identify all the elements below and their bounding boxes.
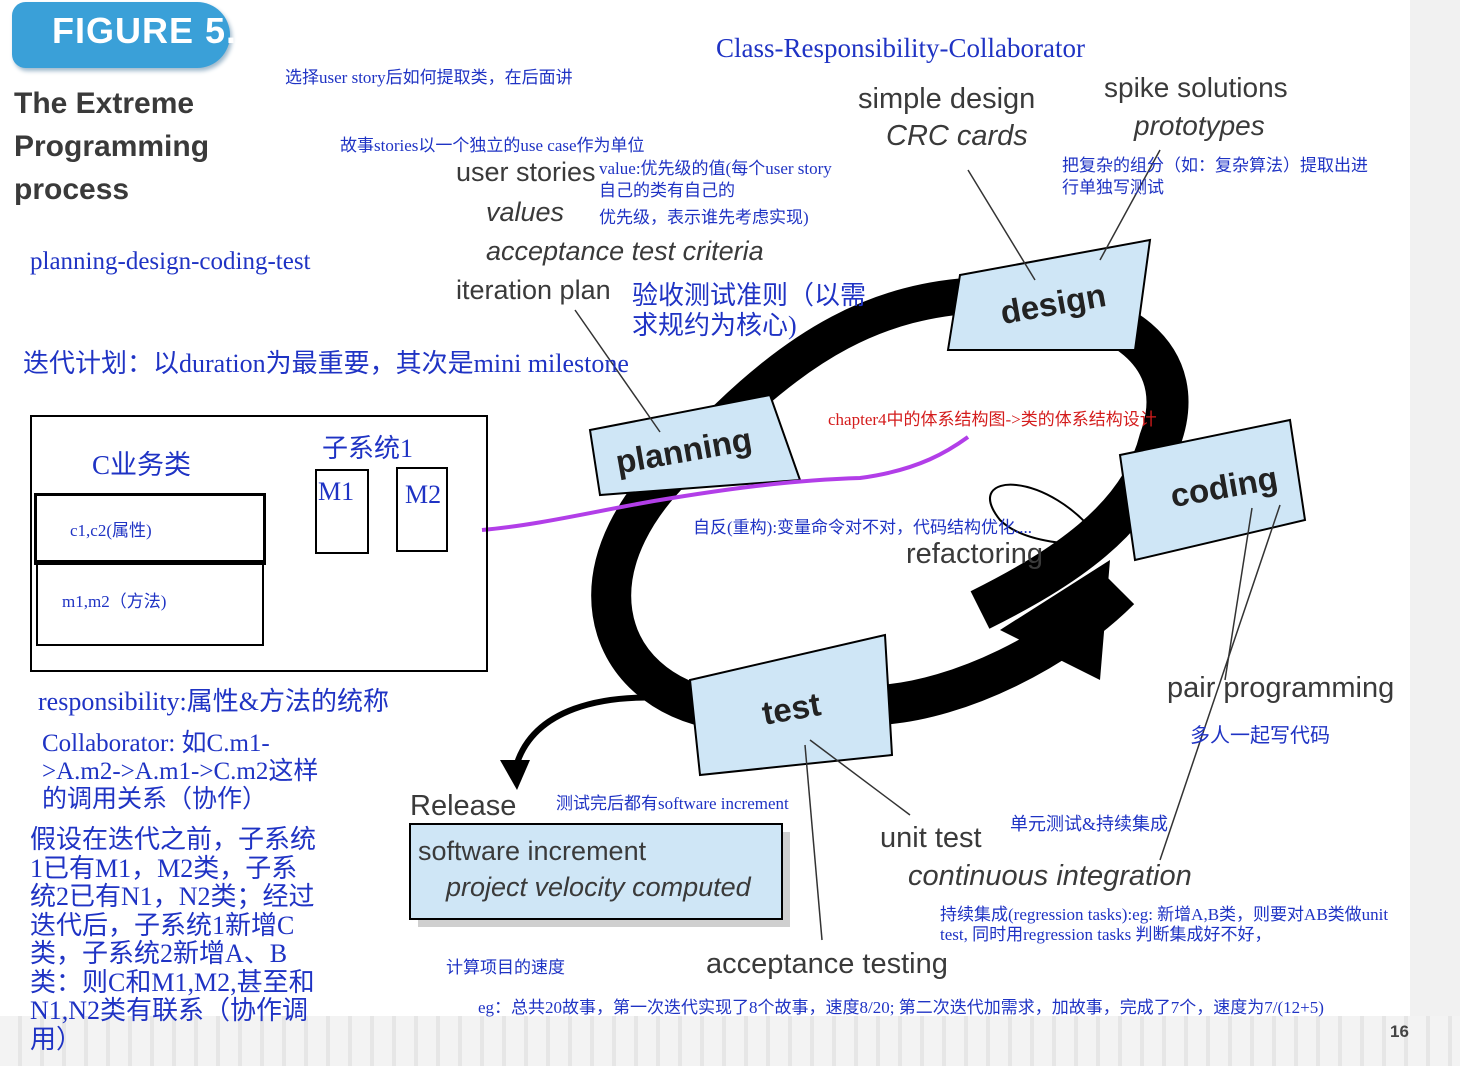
label-acceptance-testing: acceptance testing (706, 948, 948, 980)
m1-label: M1 (318, 477, 355, 506)
note-acceptance: 验收测试准则（以需 求规约为核心) (632, 281, 866, 341)
note-chapter4: chapter4中的体系结构图->类的体系结构设计 (828, 410, 1157, 429)
note-iteration: 迭代计划：以duration为最重要，其次是mini milestone (23, 349, 629, 378)
class-m2-box (396, 467, 448, 552)
note-assumption-line-8: 用） (30, 1024, 83, 1054)
note-pair: 多人一起写代码 (1190, 725, 1330, 747)
note-assumption-line-7: N1,N2类有联系（协作调 (30, 996, 309, 1025)
note-value: value:优先级的值(每个user story 自己的类有自己的 优先级，表示… (599, 158, 832, 229)
leader-unit (809, 739, 911, 816)
page-edge-stripe (1410, 0, 1460, 1066)
label-pair-programming: pair programming (1167, 672, 1395, 704)
leader-ci (1159, 504, 1281, 861)
note-assumption-line-1: 假设在迭代之前，子系统 (30, 825, 317, 854)
note-spike-line-2: 行单独写测试 (1062, 178, 1164, 197)
class-attributes-box (34, 493, 266, 565)
note-assumption: 假设在迭代之前，子系统 1已有M1，M2类，子系 统2已有N1，N2类；经过 迭… (30, 825, 317, 1054)
purple-highlight-line (481, 435, 970, 532)
crc-heading: Class-Responsibility-Collaborator (716, 33, 1085, 63)
design-box (946, 238, 1152, 351)
page-number: 16 (1390, 1022, 1409, 1041)
note-value-line-1: value:优先级的值(每个user story (599, 159, 832, 178)
label-values: values (486, 197, 565, 227)
m2-label: M2 (405, 480, 442, 509)
note-ci-line-1: 持续集成(regression tasks):eg: 新增A,B类，则要对AB类… (940, 905, 1389, 924)
leader-acceptance (804, 744, 823, 941)
label-release: Release (410, 790, 517, 822)
note-story-unit: 故事stories以一个独立的use case作为单位 (340, 136, 645, 155)
note-spike: 把复杂的组分（如：复杂算法）提取出进 行单独写测试 (1062, 155, 1368, 199)
note-eg-velocity: eg：总共20故事，第一次迭代实现了8个故事，速度8/20; 第二次迭代加需求，… (478, 998, 1324, 1017)
leader-crc (967, 169, 1036, 281)
note-refactor: 自反(重构):变量命令对不对，代码结构优化.... (693, 518, 1033, 537)
release-arrowhead (500, 760, 530, 790)
label-refactoring: refactoring (906, 538, 1044, 570)
class-m1-box (315, 469, 369, 554)
note-velocity: 计算项目的速度 (446, 958, 565, 977)
business-class-label: C业务类 (92, 450, 192, 480)
label-prototypes: prototypes (1134, 110, 1265, 141)
leader-pair (1224, 507, 1253, 681)
label-acceptance-criteria: acceptance test criteria (486, 236, 764, 266)
note-acceptance-line-1: 验收测试准则（以需 (632, 281, 867, 310)
note-after-user-story: 选择user story后如何提取类，在后面讲 (285, 68, 573, 87)
methods-label: m1,m2（方法) (62, 592, 167, 611)
label-iteration-plan: iteration plan (456, 275, 611, 305)
label-spike-solutions: spike solutions (1104, 72, 1288, 103)
note-unit-ci: 单元测试&持续集成 (1010, 814, 1169, 834)
label-continuous-integration: continuous integration (908, 860, 1192, 892)
label-crc-cards: CRC cards (886, 120, 1028, 152)
label-simple-design: simple design (858, 83, 1036, 115)
release-box (409, 823, 783, 920)
note-spike-line-1: 把复杂的组分（如：复杂算法）提取出进 (1062, 156, 1368, 175)
figure-title-line-3: process (14, 173, 130, 206)
leader-spike (1099, 149, 1161, 261)
subsystem-frame (30, 415, 488, 672)
figure-badge: FIGURE 5.2 (12, 2, 257, 68)
subsystem-label: 子系统1 (322, 434, 414, 463)
note-value-line-2: 自己的类有自己的 (599, 181, 735, 200)
note-pdct: planning-design-coding-test (30, 248, 311, 275)
label-unit-test: unit test (880, 822, 982, 854)
release-arrow (512, 694, 691, 771)
note-responsibility: responsibility:属性&方法的统称 (38, 687, 390, 716)
leader-iteration-plan (574, 309, 661, 433)
note-assumption-line-3: 统2已有N1，N2类；经过 (30, 882, 315, 911)
refactoring-loop (989, 483, 1101, 546)
note-assumption-line-4: 迭代后，子系统1新增C (30, 910, 295, 940)
refactoring-arrowhead (1098, 536, 1112, 552)
note-assumption-line-6: 类：则C和M1,M2,甚至和 (30, 967, 315, 997)
cycle-arrowhead (1000, 560, 1110, 680)
note-ci: 持续集成(regression tasks):eg: 新增A,B类，则要对AB类… (940, 905, 1388, 945)
note-value-line-3: 优先级，表示谁先考虑实现) (599, 208, 809, 227)
class-methods-box (36, 560, 264, 646)
release-line-2: project velocity computed (446, 872, 751, 902)
figure-title-line-2: Programming (14, 130, 210, 163)
note-collaborator-line-3: 的调用关系（协作） (42, 786, 268, 813)
note-collaborator: Collaborator: 如C.m1- >A.m2->A.m1->C.m2这样… (42, 730, 318, 814)
figure-title-line-1: The Extreme (14, 87, 195, 120)
note-collaborator-line-1: Collaborator: 如C.m1- (42, 730, 270, 757)
note-collaborator-line-2: >A.m2->A.m1->C.m2这样 (42, 758, 319, 785)
note-ci-line-2: test, 同时用regression tasks 判断集成好不好， (940, 925, 1272, 944)
test-box (688, 633, 894, 777)
note-acceptance-line-2: 求规约为核心) (632, 311, 797, 340)
coding-box (1118, 418, 1307, 562)
attributes-label: c1,c2(属性) (70, 521, 152, 540)
figure-label: FIGURE 5.2 (52, 10, 259, 51)
note-test-done: 测试完后都有software increment (556, 794, 789, 813)
release-line-1: software increment (418, 836, 647, 866)
page-bottom-stripe (0, 1016, 1460, 1066)
figure-title: The Extreme Programming process (14, 82, 209, 211)
label-user-stories: user stories (456, 157, 596, 187)
note-assumption-line-2: 1已有M1，M2类，子系 (30, 853, 298, 883)
note-assumption-line-5: 类，子系统2新增A、B (30, 939, 288, 968)
